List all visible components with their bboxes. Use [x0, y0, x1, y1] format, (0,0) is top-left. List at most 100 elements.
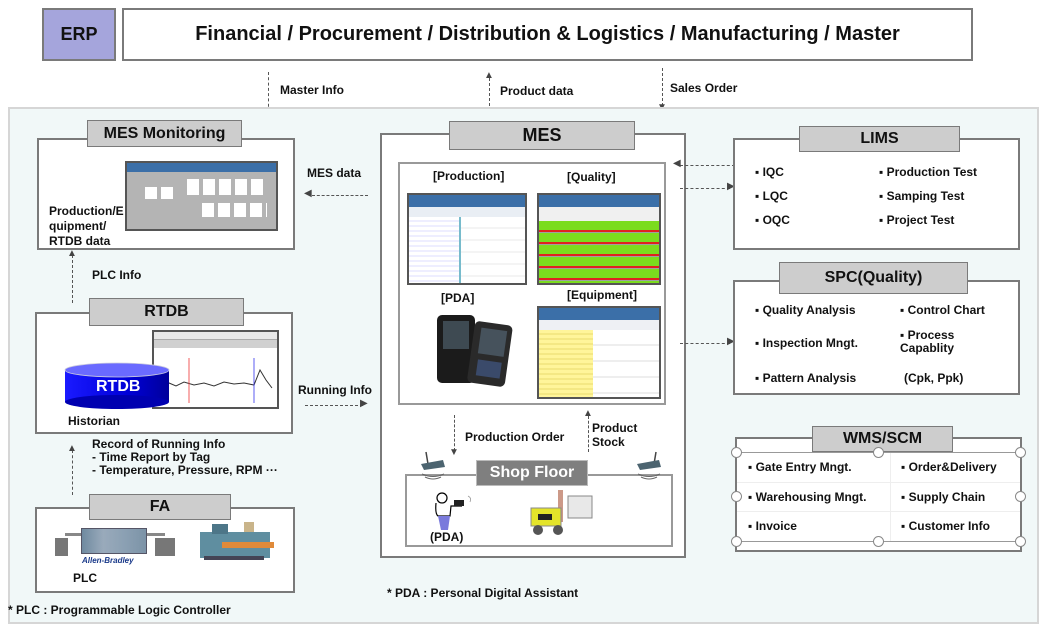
resize-handle[interactable] — [731, 491, 742, 502]
wms-item: Invoice — [748, 519, 797, 533]
resize-handle[interactable] — [1015, 491, 1026, 502]
arrow-up-icon: ▲ — [484, 70, 494, 81]
plc-info-arrow — [72, 255, 73, 303]
erp-tag: ERP — [42, 8, 116, 61]
plc-label: PLC — [73, 571, 97, 585]
caption-line: Production/E — [49, 204, 124, 218]
spc-item: Inspection Mngt. — [755, 336, 858, 350]
spc-item: Pattern Analysis — [755, 371, 857, 385]
master-info-label: Master Info — [280, 83, 345, 97]
plc-rack-image — [55, 528, 175, 558]
lims-title: LIMS — [799, 126, 960, 152]
mes-to-lims-arrow — [680, 188, 730, 189]
lims-right-list: Production Test Samping Test Project Tes… — [879, 160, 977, 232]
fa-title: FA — [89, 494, 231, 520]
record-line: - Time Report by Tag — [92, 450, 211, 464]
trend-chart — [161, 358, 273, 403]
pda-devices-image — [437, 315, 513, 387]
label-line: Stock — [592, 435, 625, 449]
arrow-right-icon: ▶ — [360, 398, 368, 409]
arrow-right-icon: ▶ — [727, 336, 735, 347]
product-data-arrow — [489, 78, 490, 116]
lims-item: Project Test — [879, 208, 977, 232]
record-line: Record of Running Info — [92, 437, 226, 451]
quality-screenshot — [537, 193, 661, 285]
arrow-right-icon: ▶ — [727, 181, 735, 192]
database-cylinder-icon — [64, 362, 170, 409]
sales-order-label: Sales Order — [670, 81, 738, 95]
resize-handle[interactable] — [1015, 536, 1026, 547]
wireless-ap-icon — [637, 451, 661, 480]
rtdb-db-label: RTDB — [96, 378, 141, 395]
resize-handle[interactable] — [731, 536, 742, 547]
spc-title: SPC(Quality) — [779, 262, 968, 294]
rtdb-title: RTDB — [89, 298, 244, 326]
plc-footnote: * PLC : Programmable Logic Controller — [8, 603, 231, 617]
arrow-up-icon: ▲ — [67, 248, 77, 259]
spc-item: Quality Analysis — [755, 303, 856, 317]
lims-to-mes-arrow — [680, 165, 735, 166]
pda-caption: (PDA) — [430, 530, 464, 544]
spc-item: Control Chart — [900, 303, 985, 317]
wms-item: Warehousing Mngt. — [748, 490, 867, 504]
record-arrow — [72, 450, 73, 495]
erp-modules-bar: Financial / Procurement / Distribution &… — [122, 8, 973, 61]
sales-order-arrow — [662, 68, 663, 106]
equipment-section-label: [Equipment] — [567, 288, 637, 302]
forklift-icon — [530, 490, 593, 535]
production-section-label: [Production] — [433, 169, 505, 183]
running-info-arrow — [305, 405, 363, 406]
running-info-label: Running Info — [298, 383, 372, 397]
arrow-down-icon: ▼ — [449, 447, 459, 458]
rtdb-trend-screenshot — [152, 330, 279, 409]
caption-line: quipment/ — [49, 219, 107, 233]
record-line: - Temperature, Pressure, RPM ··· — [92, 463, 278, 477]
lims-item: Samping Test — [879, 184, 977, 208]
lims-item: Production Test — [879, 160, 977, 184]
resize-handle[interactable] — [873, 536, 884, 547]
resize-handle[interactable] — [731, 447, 742, 458]
mes-title: MES — [449, 121, 635, 150]
spc-item: (Cpk, Ppk) — [904, 371, 964, 385]
mes-to-spc-arrow — [680, 343, 730, 344]
mes-data-arrow — [312, 195, 368, 196]
spc-item: Process Capablity — [900, 329, 980, 355]
arrow-up-icon: ▲ — [67, 443, 77, 454]
wms-item: Supply Chain — [901, 490, 986, 504]
factory-machine-image — [200, 522, 274, 560]
pda-worker-icon — [435, 492, 472, 530]
wireless-ap-icon — [421, 451, 445, 480]
resize-handle[interactable] — [873, 447, 884, 458]
wms-scm-title: WMS/SCM — [812, 426, 953, 452]
wms-item: Order&Delivery — [901, 460, 997, 474]
mes-monitoring-title: MES Monitoring — [87, 120, 242, 147]
master-info-arrow — [268, 72, 269, 112]
product-stock-arrow — [588, 416, 589, 452]
pda-section-label: [PDA] — [441, 291, 475, 305]
caption-line: RTDB data — [49, 234, 111, 248]
plc-info-label: PLC Info — [92, 268, 142, 282]
monitoring-screenshot — [125, 161, 278, 231]
arrow-up-icon: ▲ — [583, 408, 593, 419]
lims-item: LQC — [755, 184, 790, 208]
pda-footnote: * PDA : Personal Digital Assistant — [387, 586, 579, 600]
product-data-label: Product data — [500, 84, 574, 98]
mes-data-label: MES data — [307, 166, 362, 180]
historian-label: Historian — [68, 414, 121, 428]
production-order-label: Production Order — [465, 430, 565, 444]
allen-bradley-brand: Allen-Bradley — [82, 556, 134, 565]
lims-item: OQC — [755, 208, 790, 232]
lims-item: IQC — [755, 160, 790, 184]
product-stock-label: Product Stock — [592, 421, 637, 449]
wms-item: Customer Info — [901, 519, 990, 533]
production-order-arrow — [454, 415, 455, 451]
shop-floor-title: Shop Floor — [476, 460, 588, 486]
resize-handle[interactable] — [1015, 447, 1026, 458]
production-screenshot — [407, 193, 527, 285]
label-line: Product — [592, 421, 638, 435]
arrow-left-icon: ◀ — [673, 158, 681, 169]
quality-section-label: [Quality] — [567, 170, 616, 184]
wms-item: Gate Entry Mngt. — [748, 460, 852, 474]
arrow-left-icon: ◀ — [304, 188, 312, 199]
lims-left-list: IQC LQC OQC — [755, 160, 790, 232]
